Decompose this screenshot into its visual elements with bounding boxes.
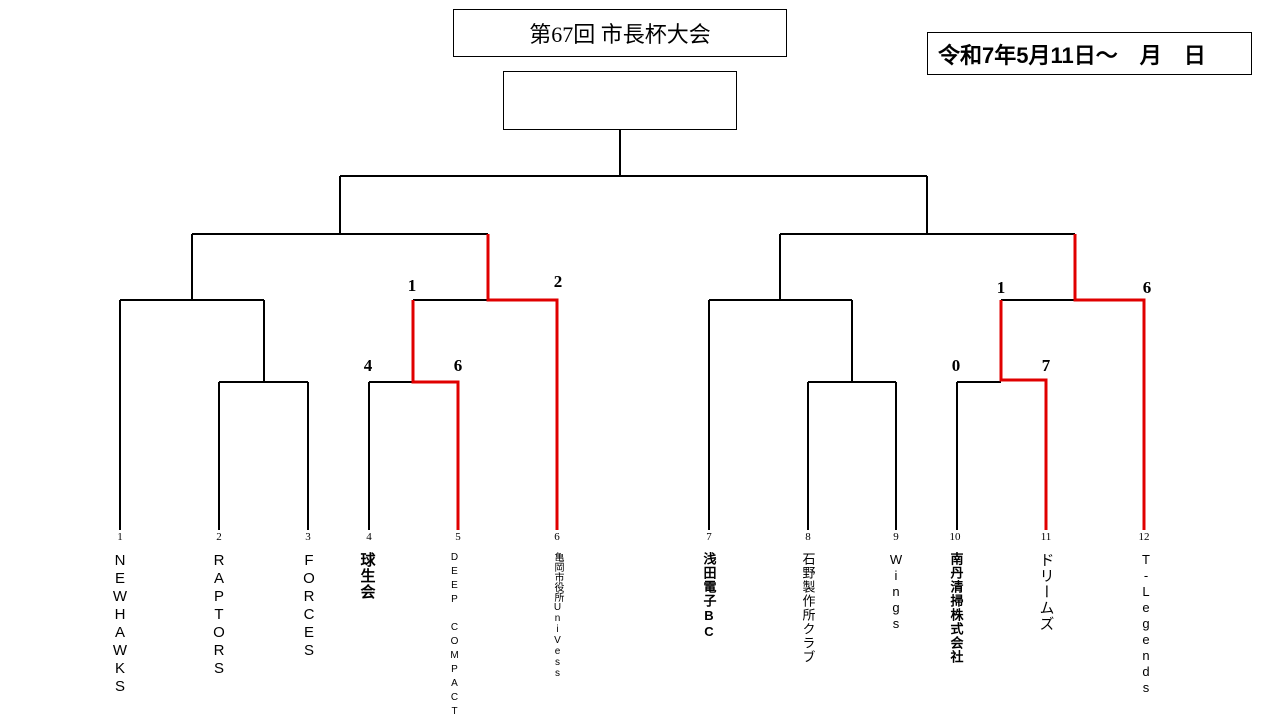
tournament-title: 第67回 市長杯大会 xyxy=(453,9,787,57)
seed-3: 3 xyxy=(305,531,311,543)
winner-path-5 xyxy=(411,300,460,530)
score-team5-qf: 1 xyxy=(407,276,417,295)
score-team5: 6 xyxy=(453,356,463,375)
team-name-6: 亀岡市役所UniVess xyxy=(552,552,563,679)
score-team11: 7 xyxy=(1041,356,1051,375)
team-name-5: DEEP COMPACT xyxy=(449,552,460,720)
score-team11-qf: 1 xyxy=(996,278,1006,297)
winner-path-6 xyxy=(486,234,559,530)
winner-path-11 xyxy=(999,300,1048,530)
seed-1: 1 xyxy=(117,531,123,543)
score-team12-qf: 6 xyxy=(1142,278,1152,297)
seed-10: 10 xyxy=(949,531,961,543)
team-name-8: 石野製作所クラブ xyxy=(800,552,816,664)
team-name-12: T-Legends xyxy=(1138,552,1154,696)
team-name-2: RAPTORS xyxy=(210,552,228,678)
seed-4: 4 xyxy=(366,531,372,543)
seed-9: 9 xyxy=(893,531,899,543)
seed-8: 8 xyxy=(805,531,811,543)
champion-box xyxy=(503,71,737,130)
team-name-11: ドリームズ xyxy=(1037,552,1055,632)
team-name-9: Wings xyxy=(888,552,904,632)
team-name-7: 浅田電子BC xyxy=(701,552,717,640)
seed-12: 12 xyxy=(1138,531,1150,543)
team-name-4: 球生会 xyxy=(358,552,376,600)
score-team10: 0 xyxy=(951,356,961,375)
seed-2: 2 xyxy=(216,531,222,543)
seed-11: 11 xyxy=(1040,531,1052,543)
seed-5: 5 xyxy=(455,531,461,543)
tournament-date: 令和7年5月11日～ 月 日 xyxy=(927,32,1252,75)
team-name-1: NEWHAWKS xyxy=(111,552,129,696)
team-name-3: FORCES xyxy=(300,552,318,660)
team-name-10: 南丹清掃株式会社 xyxy=(948,552,964,664)
seed-7: 7 xyxy=(706,531,712,543)
score-team4: 4 xyxy=(363,356,373,375)
score-team6-qf: 2 xyxy=(553,272,563,291)
winner-path-12 xyxy=(1073,234,1146,530)
seed-6: 6 xyxy=(554,531,560,543)
